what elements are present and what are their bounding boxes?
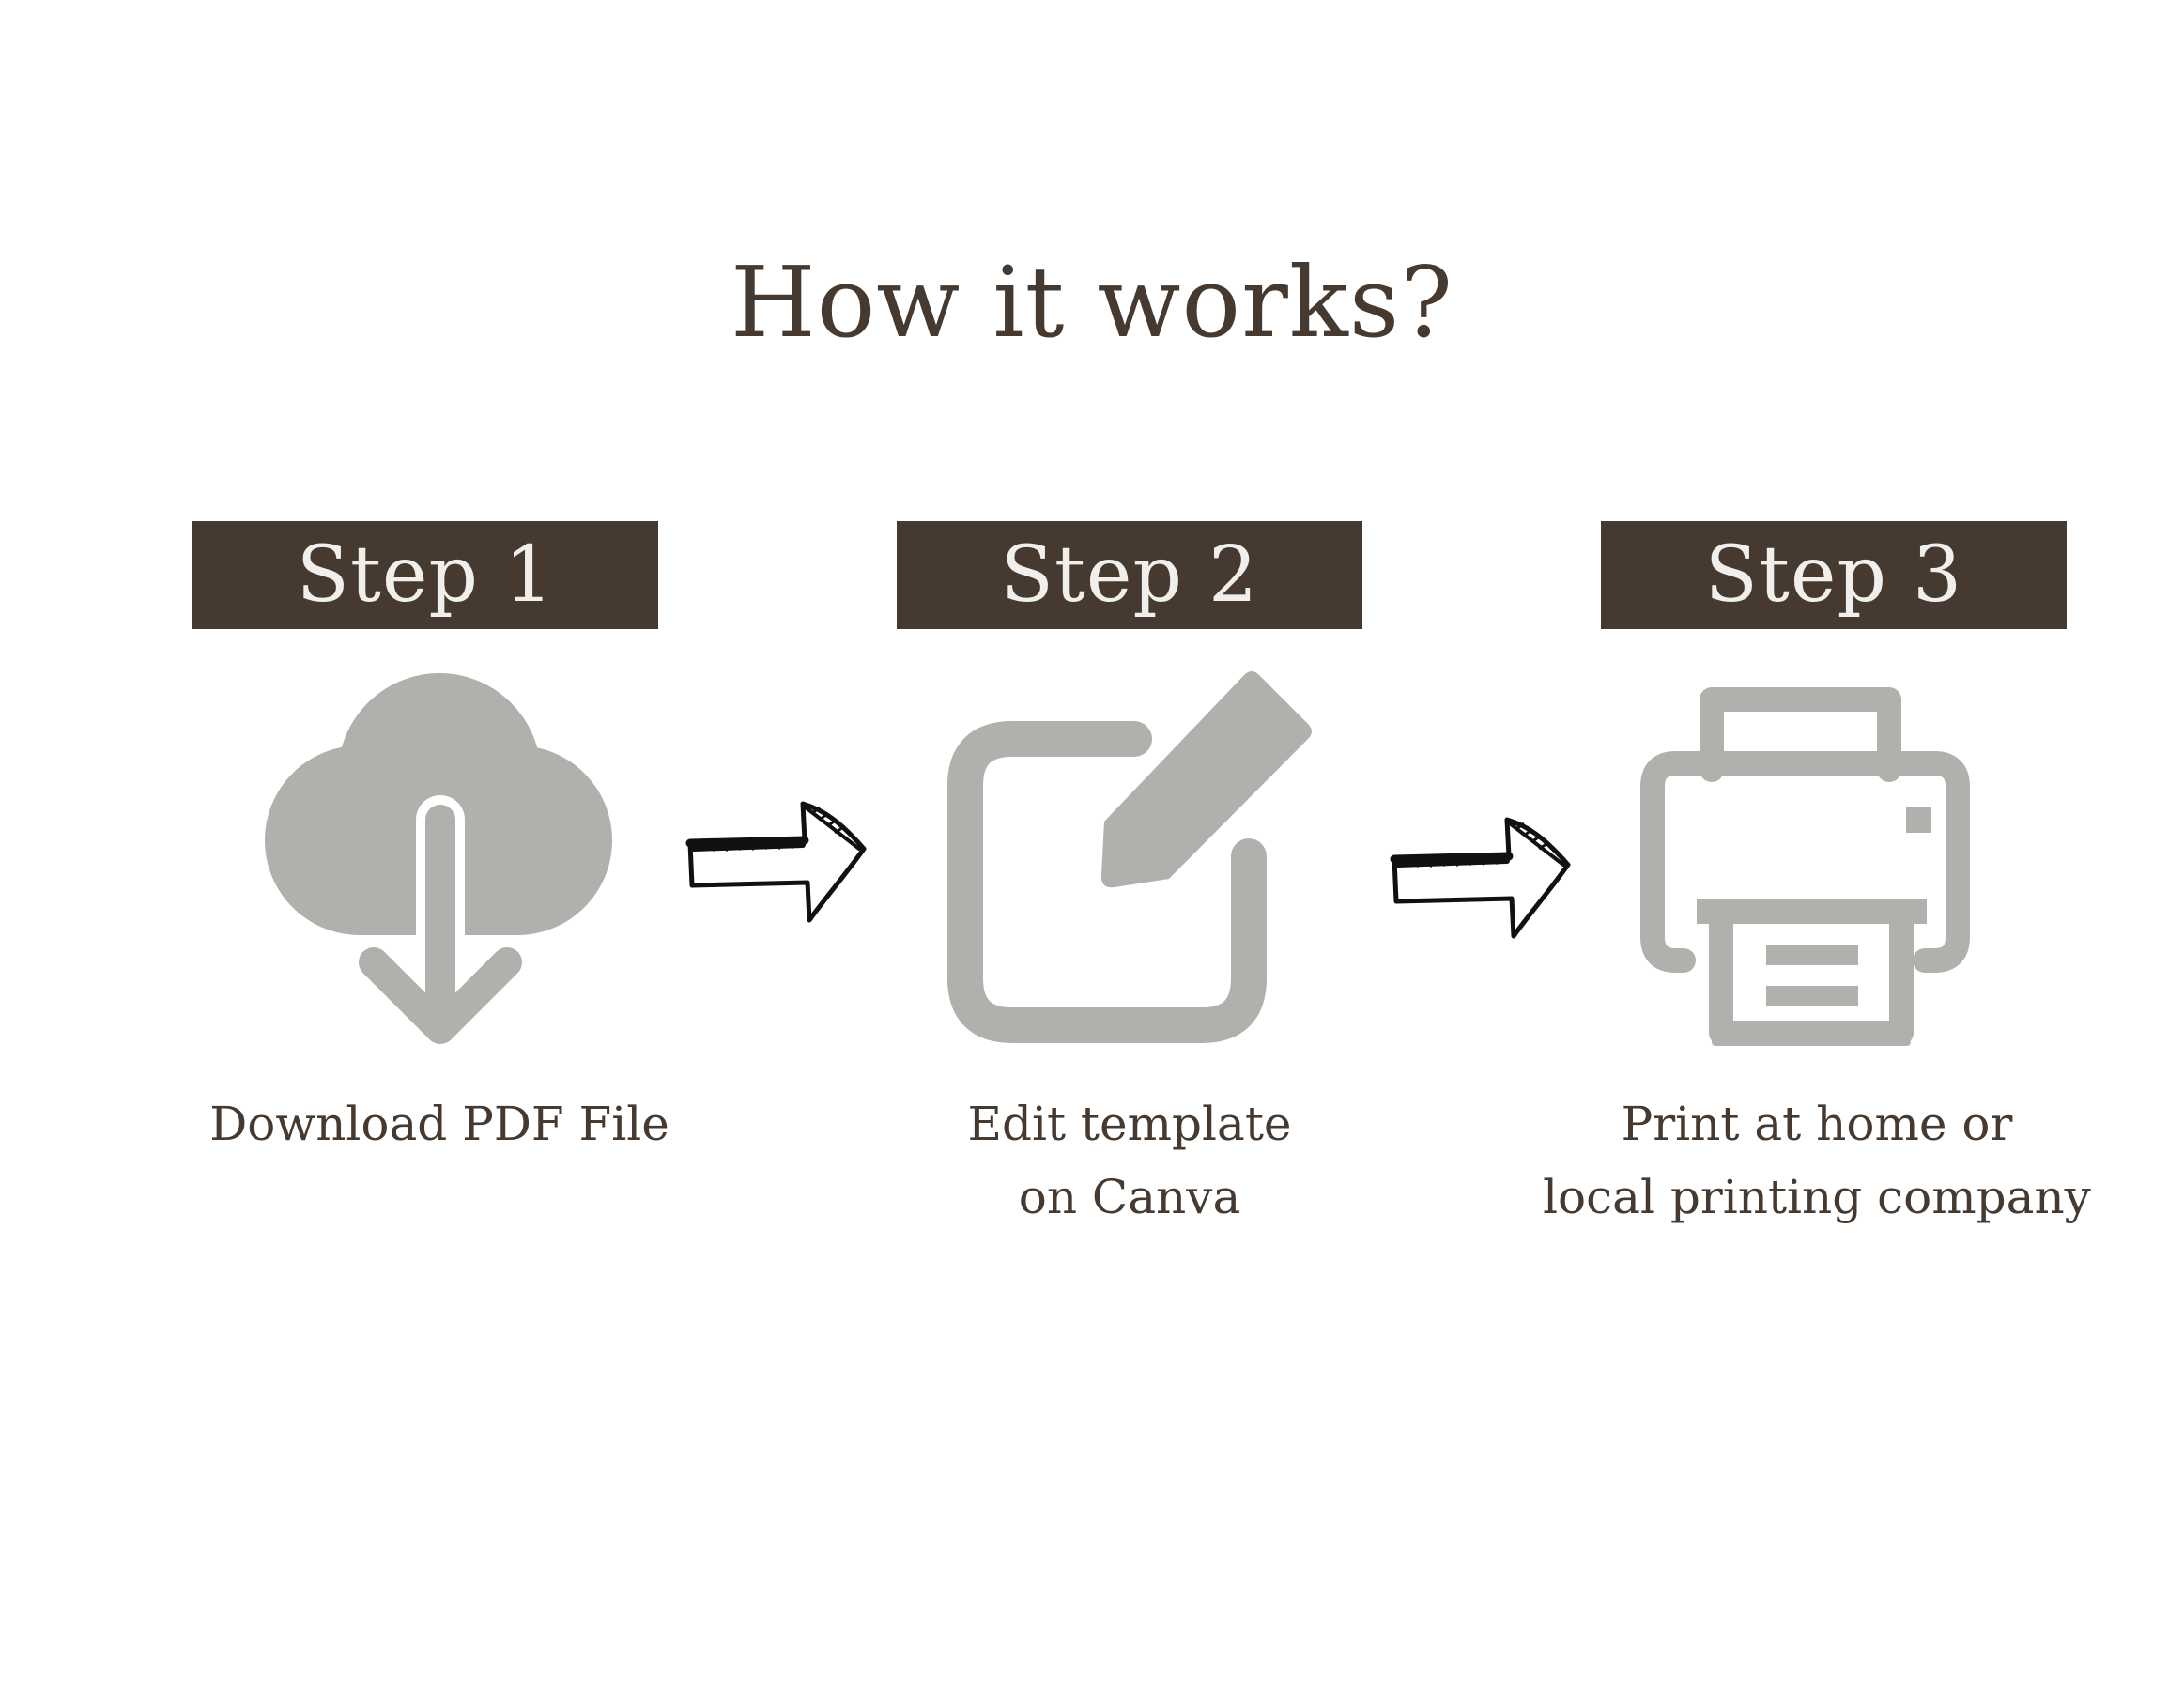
edit-square-icon — [947, 671, 1312, 1043]
step-2-caption: Edit template on Canva — [801, 1087, 1458, 1234]
step-1-caption-line: Download PDF File — [209, 1097, 669, 1151]
right-arrow-icon — [685, 801, 867, 923]
step-1-banner: Step 1 — [192, 521, 658, 629]
step-3-caption-line-1: Print at home or — [1621, 1097, 2013, 1151]
step-3-caption-line-2: local printing company — [1543, 1170, 2091, 1224]
page-title: How it works? — [731, 245, 1453, 360]
step-1-caption: Download PDF File — [111, 1087, 768, 1160]
step-3-caption: Print at home or local printing company — [1488, 1087, 2146, 1234]
step-3-banner: Step 3 — [1601, 521, 2067, 629]
cloud-download-icon — [265, 673, 612, 1044]
printer-icon — [1640, 687, 1970, 1046]
step-2-banner: Step 2 — [897, 521, 1362, 629]
right-arrow-icon — [1390, 817, 1571, 939]
step-2-caption-line-2: on Canva — [1018, 1170, 1241, 1224]
step-2-caption-line-1: Edit template — [967, 1097, 1292, 1151]
